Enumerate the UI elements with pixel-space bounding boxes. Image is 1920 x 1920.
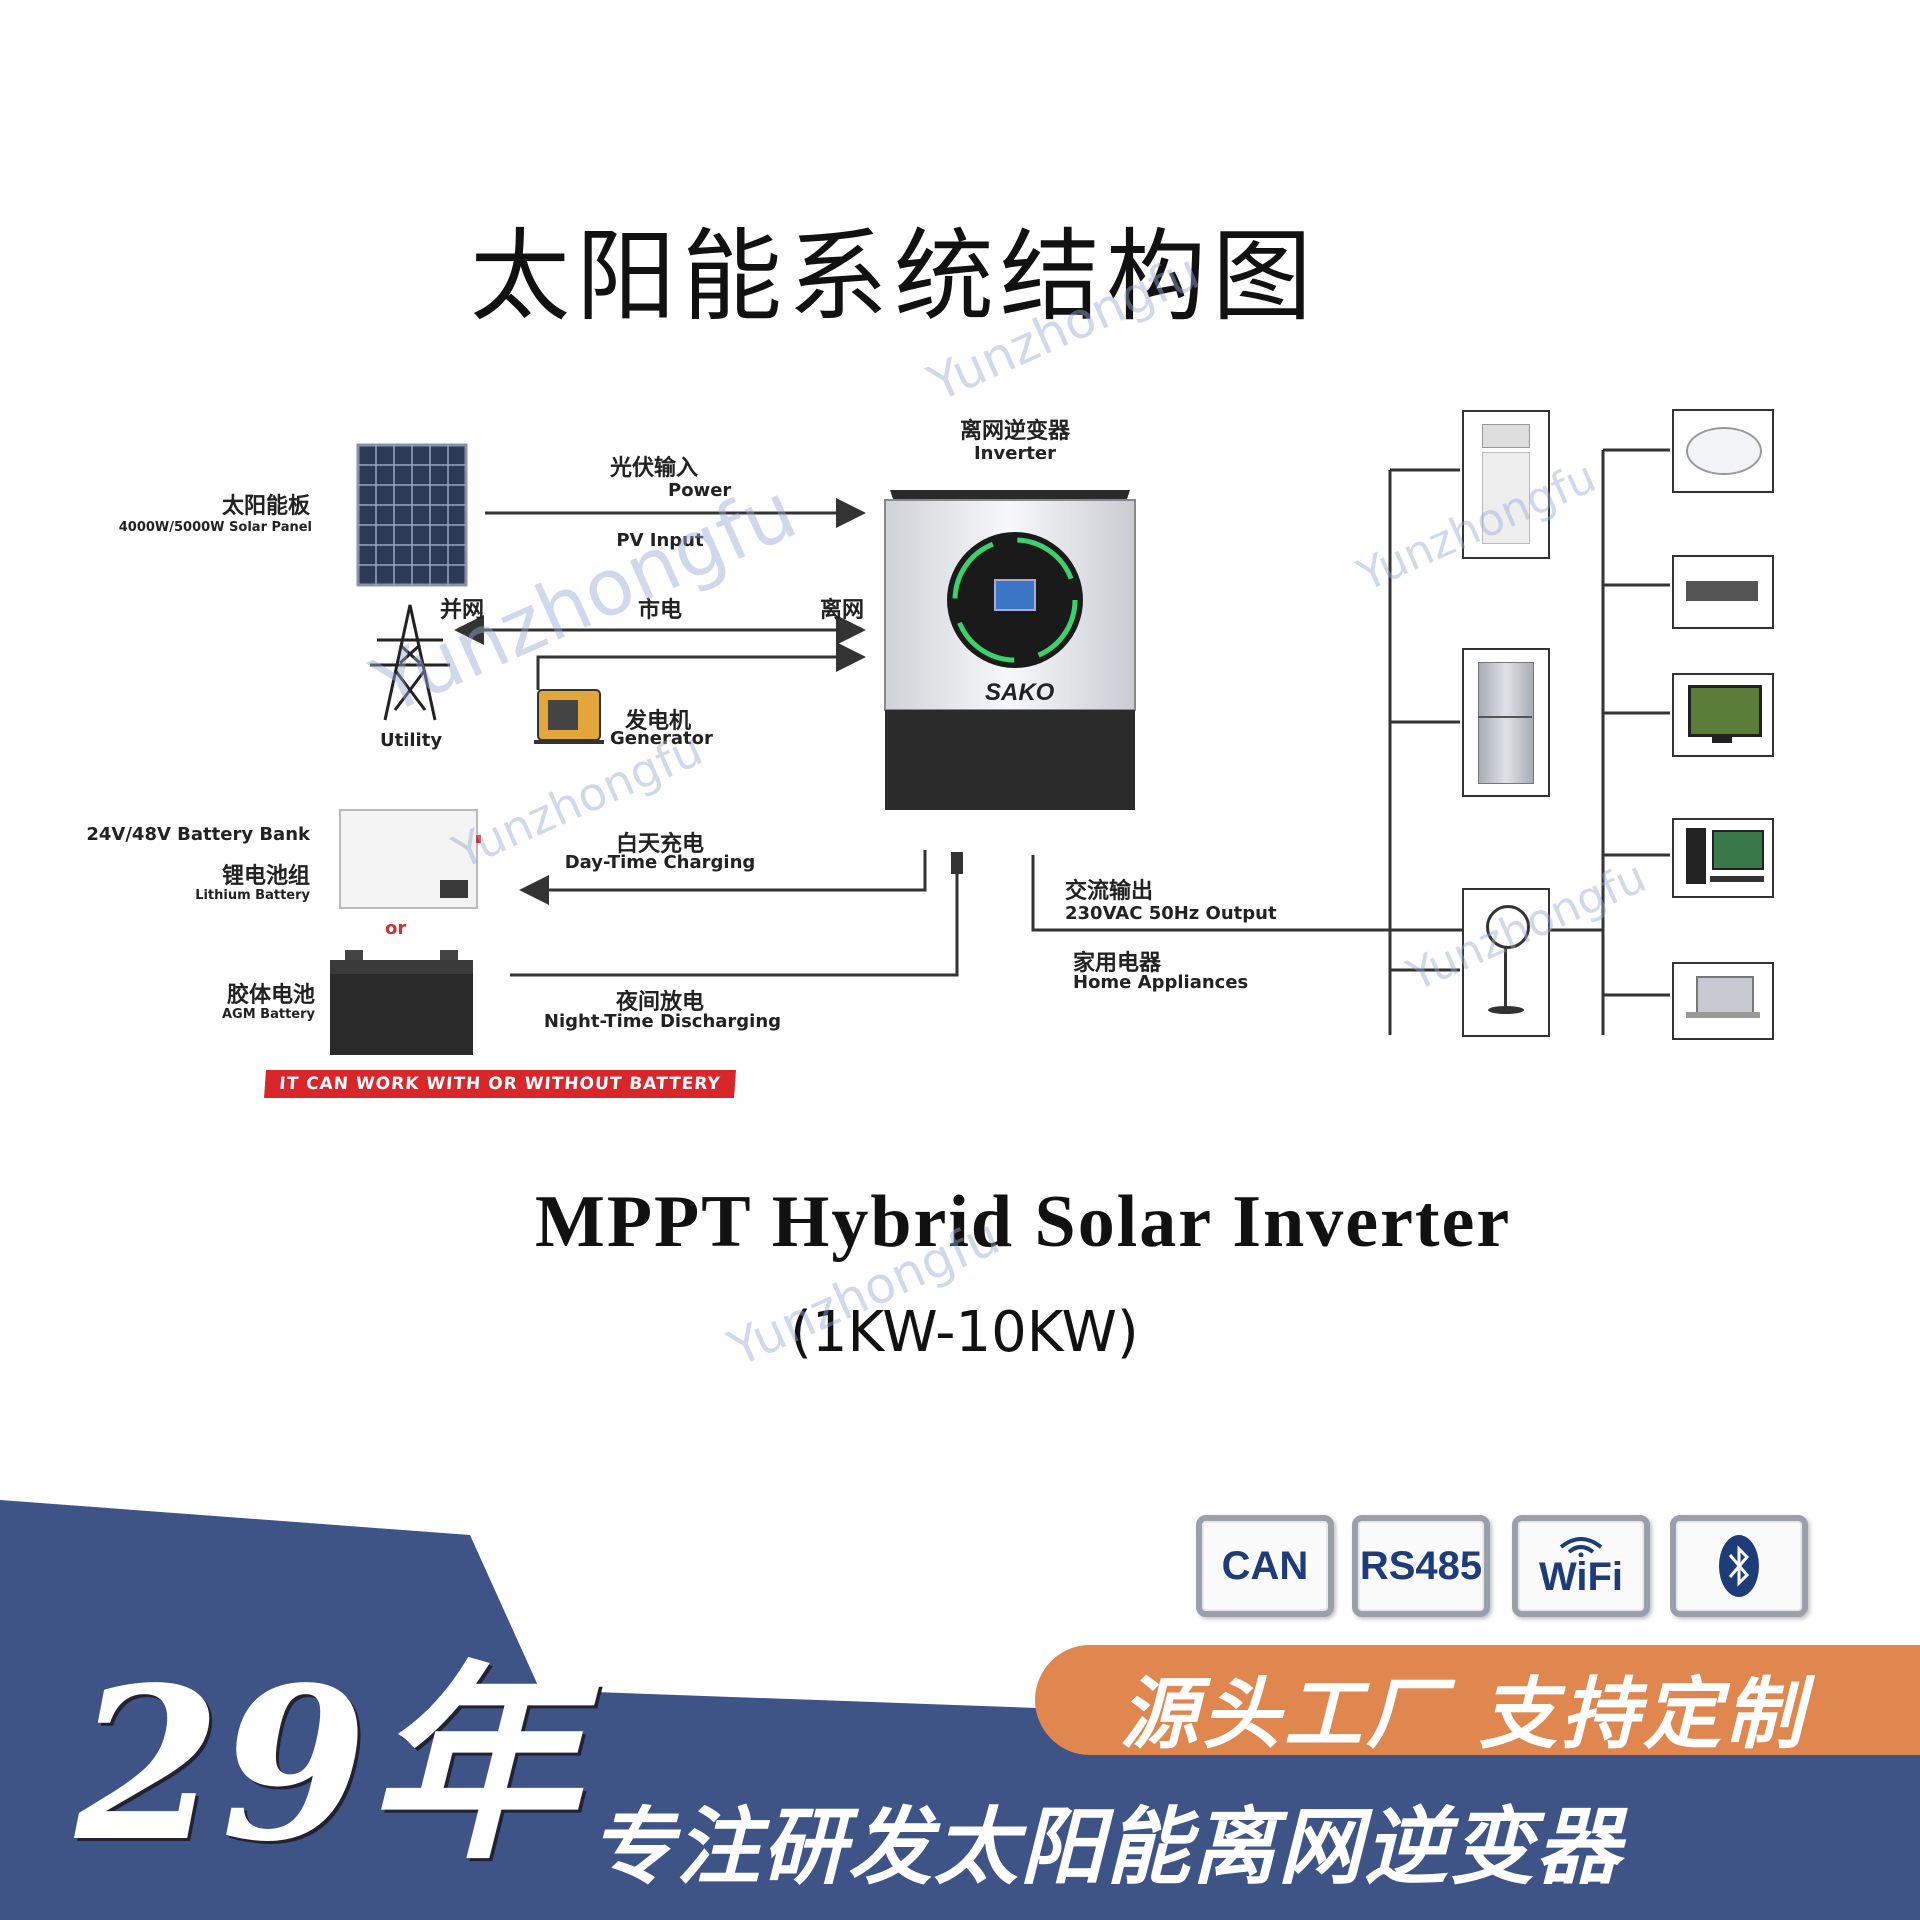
system-diagram: SAKO [330, 443, 1670, 1055]
ac-output-label-en: 230VAC 50Hz Output [1065, 903, 1277, 924]
desktop-computer-icon [1672, 818, 1774, 898]
night-discharging-label-cn: 夜间放电 [615, 990, 704, 1015]
ac-output-label-cn: 交流输出 [1065, 879, 1154, 904]
agm-battery-label-cn: 胶体电池 [226, 983, 315, 1008]
inverter-label-cn: 离网逆变器 [959, 419, 1070, 444]
product-name: MPPT Hybrid Solar Inverter [535, 1181, 1512, 1263]
pv-label-cn: 光伏输入 [610, 456, 699, 481]
day-charging-label-cn: 白天充电 [615, 832, 704, 857]
laptop-icon [1672, 962, 1774, 1040]
battery-optional-banner: IT CAN WORK WITH OR WITHOUT BATTERY [264, 1070, 736, 1098]
day-charging-line [519, 850, 927, 905]
home-appliances-label-en: Home Appliances [1073, 972, 1249, 993]
promo-orange-pill [1035, 1645, 1920, 1755]
can-badge: CAN [1196, 1515, 1334, 1617]
battery-bank-label: 24V/48V Battery Bank [86, 824, 310, 845]
years-badge: 29年 [75, 1641, 578, 1888]
power-range: (1KW-10KW) [790, 1300, 1139, 1365]
off-grid-label: 离网 [820, 598, 865, 623]
lithium-battery-label-en: Lithium Battery [195, 888, 310, 903]
ac-output-line [1031, 855, 1385, 932]
utility-label: Utility [380, 730, 443, 751]
solar-panel-icon [356, 443, 468, 587]
inverter-icon: SAKO [884, 490, 1136, 810]
rs485-badge: RS485 [1352, 1515, 1490, 1617]
inverter-brand: SAKO [985, 679, 1055, 706]
air-conditioner-icon [1462, 410, 1550, 559]
agm-battery-icon [330, 950, 473, 1055]
refrigerator-icon [1462, 648, 1550, 797]
diagram-title: 太阳能系统结构图 [470, 218, 1318, 335]
generator-label-en: Generator [610, 728, 713, 749]
pv-label-en-top: Power [668, 480, 732, 501]
bluetooth-badge [1670, 1515, 1808, 1617]
home-appliances-label-cn: 家用电器 [1073, 951, 1162, 976]
promo-orange-text: 源头工厂 支持定制 [1120, 1670, 1808, 1760]
generator-line [536, 642, 866, 690]
inverter-label-en: Inverter [973, 443, 1057, 464]
ceiling-light-icon [1672, 409, 1774, 493]
bottom-band [0, 1500, 1920, 1920]
bluetooth-icon [1719, 1535, 1759, 1597]
wifi-badge: WiFi [1512, 1515, 1650, 1617]
slogan: 专注研发太阳能离网逆变器 [590, 1798, 1623, 1896]
lithium-battery-label-cn: 锂电池组 [221, 864, 310, 889]
dvd-player-icon [1672, 555, 1774, 629]
wifi-icon [1559, 1537, 1603, 1557]
mains-label: 市电 [638, 598, 683, 623]
night-discharging-line [510, 868, 959, 977]
agm-battery-label-en: AGM Battery [221, 1007, 315, 1022]
generator-label-cn: 发电机 [625, 709, 692, 734]
day-charging-label-en: Day-Time Charging [564, 852, 756, 873]
generator-icon [534, 689, 604, 744]
television-icon [1672, 673, 1774, 757]
solar-panel-label-en: 4000W/5000W Solar Panel [118, 520, 312, 535]
lithium-battery-icon [339, 809, 481, 909]
night-discharging-label-en: Night-Time Discharging [543, 1011, 782, 1032]
pv-input-label: PV Input [616, 530, 704, 551]
fan-icon [1462, 888, 1550, 1037]
grid-tied-label: 并网 [440, 598, 485, 623]
utility-tower-icon [370, 604, 450, 721]
or-label: or [385, 918, 407, 939]
solar-panel-label-cn: 太阳能板 [221, 494, 310, 519]
